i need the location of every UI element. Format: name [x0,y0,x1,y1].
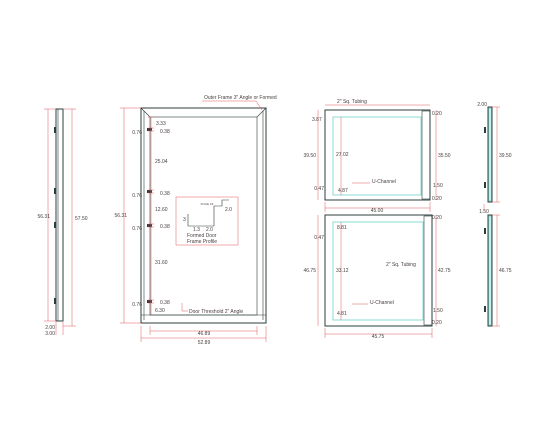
upper-dim: 0.20 [432,111,442,117]
lower-dim: 1.50 [433,308,443,314]
panel-upper: 2" Sq. Tubing 3.87 39.50 27.02 35.50 0.4… [303,99,450,214]
lower-dim: 8.81 [337,225,347,231]
lower-dim: 0.20 [432,320,442,326]
upper-dim: 39.50 [303,153,316,159]
lower-dim: 4.81 [337,311,347,317]
profile-dim: 2.0 [206,227,213,233]
segment-label: 0.38 [160,300,170,306]
right-dim: 46.75 [499,268,512,274]
hinge [147,300,152,303]
upper-dim: 3.87 [312,117,322,123]
profile-dim: 3 [183,217,186,223]
door-leaf [149,116,258,316]
side-elevation: 56.31 57.50 2.00 3.00 [37,108,88,337]
outer-frame [140,107,267,324]
front-width-label: 46.89 [198,331,211,337]
segment-label: 6.30 [155,308,165,314]
lower-tubing-label: 2" Sq. Tubing [386,262,416,268]
upper-channel-label: U-Channel [372,179,396,185]
frame-miter [140,107,151,118]
lower-dim: 33.12 [336,268,349,274]
front-overall-width-label: 52.89 [198,340,211,346]
right-dim: 1.50 [479,209,489,215]
segment-label: 25.04 [155,159,168,165]
lower-side-glass [488,215,492,326]
profile-title-line: Formed Door [187,233,217,239]
profile-shape [187,199,229,227]
profile-dim: 1.3 [193,227,200,233]
side-hinge [484,127,486,133]
panel-lower-glass [332,221,424,321]
panel-lower-jamb [423,215,433,326]
side-bottom-label: 2.00 [45,325,55,331]
panel-upper-jamb [421,110,431,200]
upper-dim: 27.02 [336,152,349,158]
profile-title-line: Frame Profile [187,239,217,245]
lower-dim: 0.20 [432,215,442,221]
upper-dim: 0.47 [314,186,324,192]
upper-dim: 0.20 [432,196,442,202]
frame-miter [256,107,267,118]
hinge-label: 0.76 [132,193,142,199]
side-overall-label: 57.50 [75,216,88,222]
segment-label: 12.60 [155,207,168,213]
upper-side-glass [488,107,492,202]
segment-label: 0.38 [160,224,170,230]
lower-channel-label: U-Channel [370,300,394,306]
threshold-note: Door Threshold 2" Angle [189,309,243,315]
front-elevation: Outer Frame 3" Angle or Formed 56.31 3.3… [114,95,276,346]
upper-dim: 1.50 [433,183,443,189]
front-height-label: 56.31 [114,213,127,219]
upper-width-label: 45.00 [371,208,384,214]
profile-small-label: Profile 16 [201,202,214,206]
side-hinge [54,127,56,133]
hinge [147,224,152,227]
side-frame [55,108,64,322]
upper-tubing-label: 2" Sq. Tubing [337,99,367,105]
hinge [147,128,152,131]
segment-label: 0.38 [160,129,170,135]
outer-frame-note: Outer Frame 3" Angle or Formed [204,95,277,101]
right-side-profiles: 2.00 39.50 1.50 46.75 [477,102,512,327]
upper-side-profile [487,106,493,203]
lower-dim: 0.47 [314,235,324,241]
side-hinge [484,182,486,188]
panel-lower: 0.20 0.47 8.81 46.75 33.12 42.75 1.50 4.… [303,214,451,340]
hinge-label: 0.76 [132,302,142,308]
lower-dim: 42.75 [438,268,451,274]
hinge [147,190,152,193]
segment-label: 0.38 [160,191,170,197]
outer-frame-leader [255,100,263,111]
lower-width-label: 45.75 [372,334,385,340]
side-hinge [54,222,56,228]
side-height-label: 56.31 [37,214,50,220]
lower-side-profile [487,214,493,327]
segment-label: 31.60 [155,260,168,266]
side-hinge [484,306,486,312]
side-bottom-label: 3.00 [45,331,55,337]
segment-label: 3.33 [156,121,166,127]
lower-dim: 46.75 [303,268,316,274]
profile-dim: 2.0 [225,207,232,213]
right-dim: 39.50 [499,153,512,159]
side-hinge [54,298,56,304]
hinge-label: 0.76 [132,130,142,136]
side-hinge [54,188,56,194]
upper-dim: 35.50 [438,153,451,159]
hinge-label: 0.76 [132,226,142,232]
panel-upper-glass [332,116,422,196]
right-dim: 2.00 [477,102,487,108]
upper-dim: 4.87 [338,188,348,194]
side-hinge [484,228,486,234]
